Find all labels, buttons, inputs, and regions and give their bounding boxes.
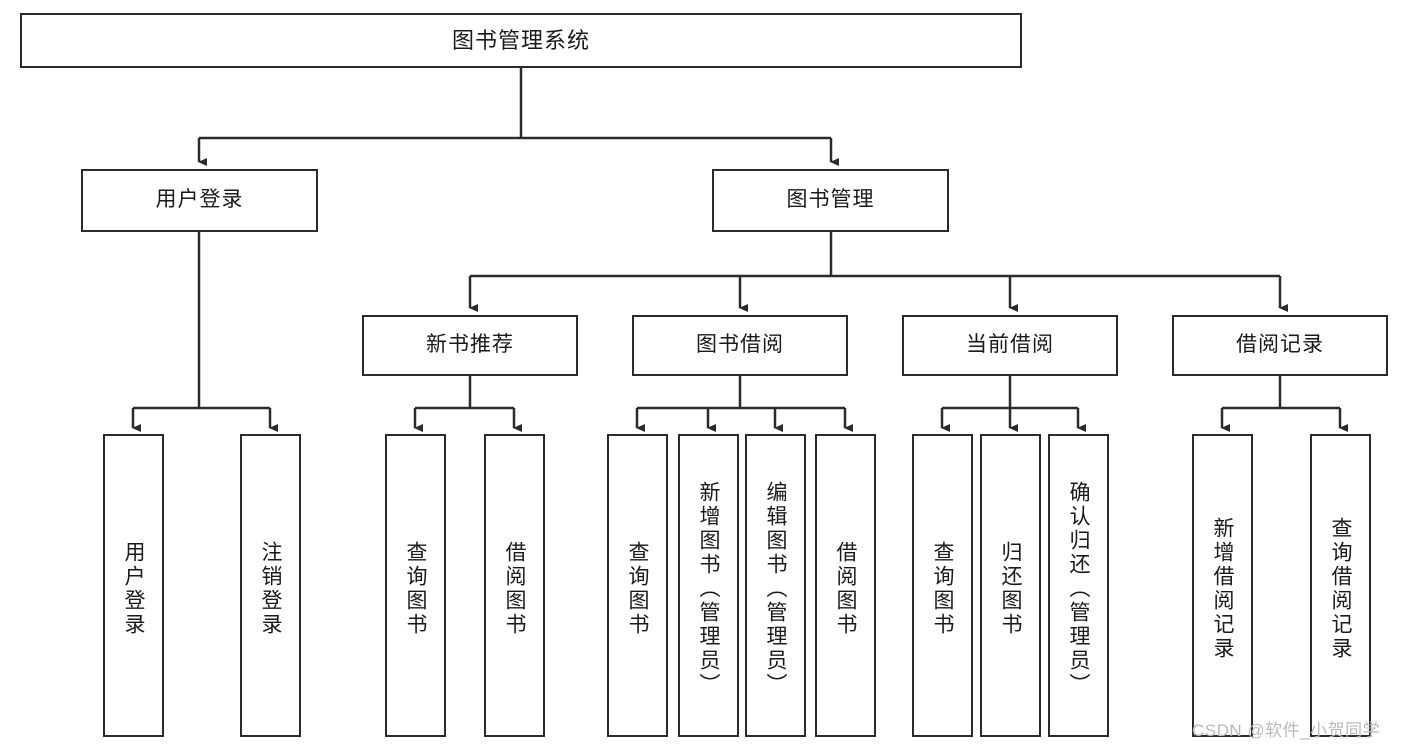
node-book-management[interactable]: 图书管理 — [712, 169, 949, 232]
node-label: 新增图书（管理员） — [697, 480, 721, 697]
node-book-borrow[interactable]: 图书借阅 — [632, 315, 848, 376]
node-label: 用户登录 — [122, 540, 146, 637]
node-label: 借阅记录 — [1236, 333, 1324, 357]
leaf-new-book-query-book[interactable]: 查询图书 — [385, 434, 446, 737]
node-label: 查询借阅记录 — [1329, 516, 1353, 661]
leaf-book-borrow-add-book-admin[interactable]: 新增图书（管理员） — [678, 434, 739, 737]
node-label: 图书管理 — [786, 188, 875, 212]
node-label: 新书推荐 — [426, 333, 514, 357]
leaf-current-borrow-query-book[interactable]: 查询图书 — [912, 434, 973, 737]
node-label: 新增借阅记录 — [1211, 516, 1235, 661]
node-label: 注销登录 — [259, 540, 283, 637]
leaf-user-login-logout[interactable]: 注销登录 — [240, 434, 301, 737]
node-label: 查询图书 — [404, 540, 428, 637]
leaf-current-borrow-confirm-return-admin[interactable]: 确认归还（管理员） — [1048, 434, 1109, 737]
node-label: 借阅图书 — [834, 540, 858, 637]
leaf-current-borrow-return-book[interactable]: 归还图书 — [980, 434, 1041, 737]
leaf-book-borrow-borrow-book[interactable]: 借阅图书 — [815, 434, 876, 737]
node-label: 当前借阅 — [966, 333, 1054, 357]
node-label: 归还图书 — [999, 540, 1023, 637]
node-label: 编辑图书（管理员） — [764, 480, 788, 697]
node-current-borrow[interactable]: 当前借阅 — [902, 315, 1118, 376]
node-label: 用户登录 — [155, 188, 244, 212]
node-label: 确认归还（管理员） — [1067, 480, 1091, 697]
node-label: 借阅图书 — [503, 540, 527, 637]
node-new-book-recommend[interactable]: 新书推荐 — [362, 315, 578, 376]
leaf-new-book-borrow-book[interactable]: 借阅图书 — [484, 434, 545, 737]
leaf-borrow-record-add-record[interactable]: 新增借阅记录 — [1192, 434, 1253, 737]
node-label: 查询图书 — [626, 540, 650, 637]
node-root-book-management-system[interactable]: 图书管理系统 — [20, 13, 1022, 68]
leaf-book-borrow-edit-book-admin[interactable]: 编辑图书（管理员） — [745, 434, 806, 737]
node-label: 图书借阅 — [696, 333, 784, 357]
leaf-book-borrow-query-book[interactable]: 查询图书 — [607, 434, 668, 737]
node-user-login[interactable]: 用户登录 — [81, 169, 318, 232]
leaf-borrow-record-query-record[interactable]: 查询借阅记录 — [1310, 434, 1371, 737]
leaf-user-login-login[interactable]: 用户登录 — [103, 434, 164, 737]
node-label: 图书管理系统 — [451, 27, 590, 53]
node-label: 查询图书 — [931, 540, 955, 637]
node-borrow-record[interactable]: 借阅记录 — [1172, 315, 1388, 376]
